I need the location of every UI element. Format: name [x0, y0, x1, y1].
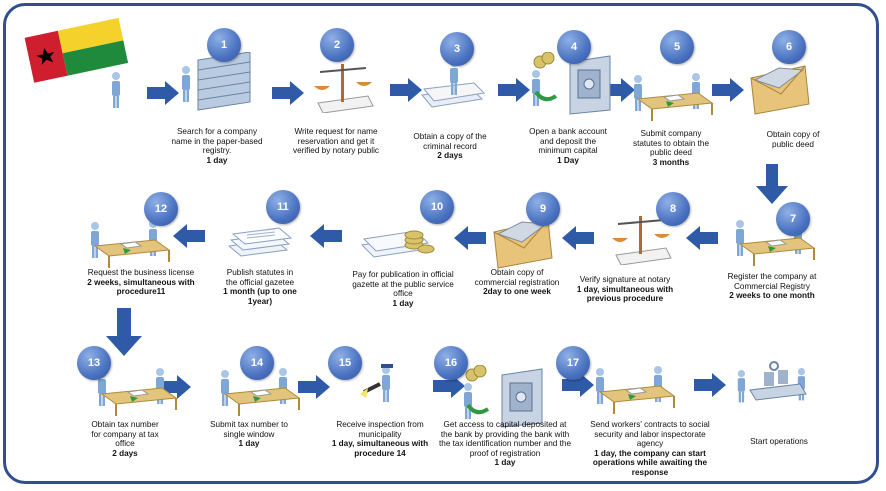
step-duration: 1 day [206, 155, 228, 165]
step-description: Write request for name reservation and g… [292, 127, 379, 156]
inspector-flashlight-icon [360, 362, 420, 422]
step-description: Send workers' contracts to social securi… [590, 420, 710, 449]
step-caption: Send workers' contracts to social securi… [580, 420, 720, 478]
step-number-badge: 13 [77, 346, 111, 380]
step-caption: Submit company statutes to obtain the pu… [626, 129, 716, 167]
arrow-down [756, 164, 788, 204]
step-number-badge: 7 [776, 202, 810, 236]
step-caption: Write request for name reservation and g… [290, 127, 382, 156]
police-officer-icon [418, 55, 488, 120]
step-duration: 1 day, the company can start operations … [592, 448, 708, 477]
step-duration: 1 day [392, 298, 414, 308]
step-number-badge: 8 [656, 192, 690, 226]
step-number-badge: 3 [440, 32, 474, 66]
step-duration: 1 Day [557, 155, 579, 165]
step-number-badge: 12 [144, 192, 178, 226]
step-duration: 1 day, simultaneous with previous proced… [576, 284, 674, 304]
step-duration: 2 weeks, simultaneous with procedure11 [87, 277, 195, 297]
scales-of-justice-icon [606, 210, 676, 270]
step-number-badge: 15 [328, 346, 362, 380]
arrow-right [498, 78, 530, 102]
step-number-badge: 4 [557, 30, 591, 64]
step-duration: 1 day [238, 439, 260, 449]
step-number-badge: 11 [266, 190, 300, 224]
step-number-badge: 14 [240, 346, 274, 380]
step-description: Obtain a copy of the criminal record [413, 132, 487, 151]
step-caption: Open a bank account and deposit the mini… [528, 127, 608, 165]
documents-stack-icon [225, 212, 295, 272]
step-description: Verify signature at notary [579, 275, 671, 284]
step-description: Open a bank account and deposit the mini… [529, 127, 607, 156]
arrow-right [694, 373, 726, 397]
envelope-icon [745, 58, 815, 123]
step-caption: Pay for publication in official gazette … [344, 270, 462, 308]
step-caption: Search for a company name in the paper-b… [168, 127, 266, 165]
step-description: Get access to capital deposited at the b… [439, 420, 571, 458]
step-caption: Register the company at Commercial Regis… [712, 272, 832, 301]
registry-cabinet-icon [110, 51, 260, 127]
office-desk-icon [85, 212, 175, 277]
office-desk-icon [215, 360, 305, 425]
step-duration: 1 day, simultaneous with procedure 14 [331, 439, 429, 458]
scales-of-justice-icon [308, 58, 378, 118]
step-duration: 1 day [494, 458, 516, 468]
office-desk-icon [590, 358, 680, 423]
coins-documents-icon [358, 215, 438, 275]
step-caption: Obtain tax number for company at tax off… [86, 420, 164, 458]
arrow-left [173, 224, 205, 248]
step-description: Search for a company name in the paper-b… [171, 127, 263, 156]
step-description: Obtain copy of public deed [766, 130, 820, 149]
step-number-badge: 6 [772, 30, 806, 64]
step-duration: 3 months [652, 157, 690, 167]
step-description: Submit company statutes to obtain the pu… [632, 129, 709, 158]
step-description: Obtain tax number for company at tax off… [91, 420, 159, 449]
step-caption: Get access to capital deposited at the b… [438, 420, 572, 468]
step-description: Publish statutes in the official gazetee [225, 268, 295, 287]
step-description: Start operations [750, 437, 808, 446]
step-caption: Obtain copy of public deed [758, 130, 828, 149]
step-description: Register the company at Commercial Regis… [727, 272, 817, 291]
arrow-left [454, 226, 486, 250]
bank-safe-icon [462, 364, 552, 435]
step-description: Pay for publication in official gazette … [352, 270, 454, 299]
step-number-badge: 1 [207, 28, 241, 62]
step-number-badge: 9 [526, 192, 560, 226]
step-description: Request the business license [87, 268, 195, 277]
step-caption: Start operations [744, 437, 814, 447]
step-duration: 2 days [437, 151, 463, 161]
office-desk-icon [628, 65, 718, 130]
step-number-badge: 16 [434, 346, 468, 380]
step-duration: 1 month (up to one 1year) [223, 287, 297, 306]
step-description: Obtain copy of commercial registration [474, 268, 560, 287]
arrow-right [272, 81, 304, 105]
step-number-badge: 17 [556, 346, 590, 380]
step-duration: 2 days [112, 448, 138, 458]
guinea-bissau-flag-icon [24, 17, 129, 83]
arrow-down [106, 308, 142, 356]
step-caption: Publish statutes in the official gazetee… [220, 268, 300, 306]
step-duration: 2 weeks to one month [729, 291, 815, 301]
step-number-badge: 5 [660, 30, 694, 64]
step-description: Receive inspection from municipality [336, 420, 424, 439]
factory-workers-icon [736, 360, 816, 420]
office-desk-icon [92, 360, 182, 425]
step-duration: 2day to one week [483, 287, 551, 297]
step-description: Submit tax number to single window [210, 420, 288, 439]
arrow-left [310, 224, 342, 248]
arrow-left [686, 226, 718, 250]
step-number-badge: 10 [420, 190, 454, 224]
arrow-left [562, 226, 594, 250]
bank-safe-icon [530, 51, 620, 122]
step-number-badge: 2 [320, 28, 354, 62]
